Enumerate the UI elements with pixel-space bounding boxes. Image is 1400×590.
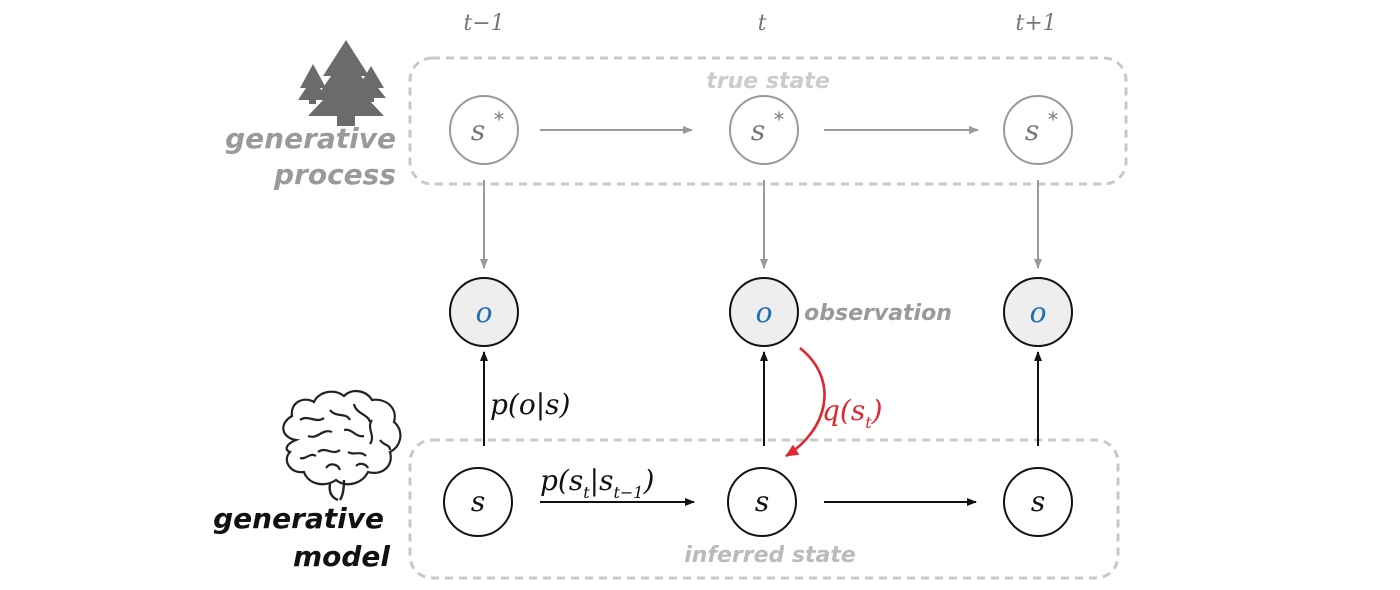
svg-text:*: *: [1048, 107, 1058, 131]
inferred-state-node-next: s: [1003, 467, 1073, 537]
svg-text:*: *: [494, 107, 504, 131]
process-title-line2: process: [273, 158, 396, 191]
true-state-label: true state: [706, 69, 830, 94]
inferred-state-region: [408, 438, 1120, 580]
svg-text:s: s: [1025, 114, 1039, 147]
svg-text:o: o: [476, 296, 493, 329]
svg-text:o: o: [1030, 296, 1047, 329]
brain-icon: [282, 390, 402, 502]
svg-text:s: s: [751, 114, 765, 147]
observation-node-next: o: [1003, 277, 1073, 347]
observation-node-curr: o: [729, 277, 799, 347]
svg-text:*: *: [774, 107, 784, 131]
model-title-line2: model: [293, 540, 390, 573]
time-label-curr: t: [758, 11, 767, 36]
true-state-node-prev: s *: [449, 95, 519, 165]
svg-text:o: o: [756, 296, 773, 329]
svg-text:s: s: [471, 114, 485, 147]
true-state-region: [408, 56, 1128, 186]
svg-text:s: s: [471, 485, 485, 518]
inferred-state-label: inferred state: [684, 543, 856, 568]
svg-text:s: s: [755, 485, 769, 518]
time-label-prev: t−1: [463, 11, 504, 36]
posterior-arrow: [785, 346, 826, 458]
process-title-line1: generative: [225, 122, 396, 155]
time-label-next: t+1: [1015, 11, 1056, 36]
inferred-state-node-curr: s: [727, 467, 797, 537]
svg-text:s: s: [1031, 485, 1045, 518]
transition-label: p(st|st−1): [540, 464, 654, 502]
likelihood-label: p(o|s): [490, 388, 570, 421]
model-title-line1: generative: [213, 502, 384, 535]
true-state-node-curr: s *: [729, 95, 799, 165]
posterior-label: q(st): [822, 394, 883, 432]
true-state-node-next: s *: [1003, 95, 1073, 165]
pine-trees-icon: [298, 40, 386, 126]
observation-node-prev: o: [449, 277, 519, 347]
inferred-state-node-prev: s: [443, 467, 513, 537]
observation-label: observation: [804, 301, 952, 326]
